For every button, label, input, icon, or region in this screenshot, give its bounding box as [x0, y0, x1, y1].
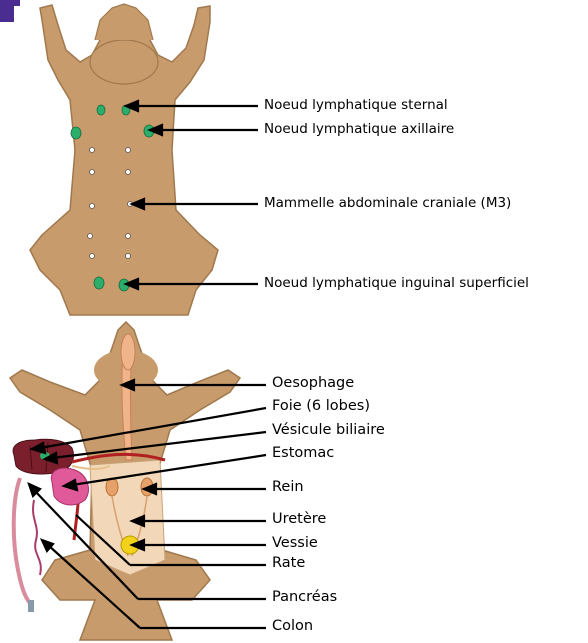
sternal-node-left	[97, 105, 105, 115]
label-spleen: Rate	[272, 555, 305, 571]
corner-accent-mark	[0, 0, 14, 22]
label-kidney: Rein	[272, 479, 304, 495]
kidney-left	[106, 478, 118, 496]
inguinal-node-left	[94, 277, 104, 289]
top-body-silhouette	[30, 4, 218, 315]
label-liver: Foie (6 lobes)	[272, 398, 370, 414]
axillary-node-left	[71, 127, 81, 139]
label-axillary-lymph-node: Noeud lymphatique axillaire	[264, 121, 454, 137]
label-pancreas: Pancréas	[272, 589, 337, 605]
label-superficial-inguinal-lymph-node: Noeud lymphatique inguinal superficiel	[264, 275, 529, 291]
label-ureter: Uretère	[272, 511, 326, 527]
label-gall-bladder: Vésicule biliaire	[272, 422, 385, 438]
label-stomach: Estomac	[272, 445, 334, 461]
label-cranial-abdominal-mammary-gland: Mammelle abdominale craniale (M3)	[264, 195, 511, 211]
label-sternal-lymph-node: Noeud lymphatique sternal	[264, 97, 448, 113]
label-bladder: Vessie	[272, 535, 318, 551]
colon	[14, 478, 32, 605]
label-colon: Colon	[272, 618, 313, 634]
label-oesophagus: Oesophage	[272, 375, 354, 391]
